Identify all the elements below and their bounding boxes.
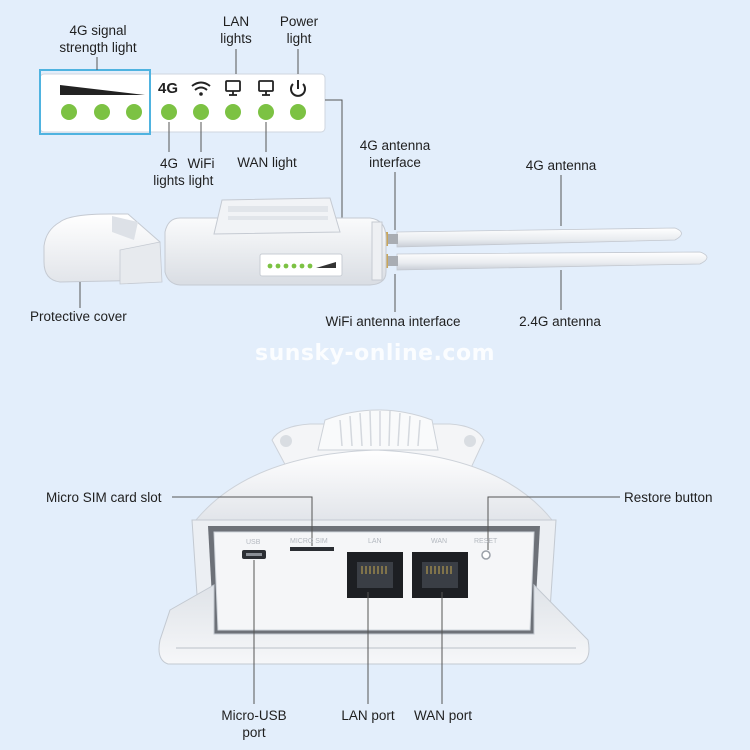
antenna-4g <box>383 227 682 248</box>
led-wifi <box>193 104 209 120</box>
lan-monitor-icon <box>225 80 241 96</box>
lights-4g-label: 4G lights <box>153 156 185 188</box>
antenna-4g-label: 4G antenna <box>525 158 597 173</box>
port-text-sim: MICRO SIM <box>290 538 328 545</box>
led-power <box>290 104 306 120</box>
router-body-side <box>164 197 387 286</box>
port-text-reset: RESET <box>474 538 498 545</box>
wifi-light-label: WiFi light <box>187 156 215 188</box>
top-leader-lines <box>79 172 562 312</box>
signal-strength-light-label: 4G signal strength light <box>59 23 137 55</box>
port-printed-texts: USB MICRO SIM LAN WAN RESET <box>246 538 498 546</box>
protective-cover-label: Protective cover <box>30 309 127 324</box>
power-light-label: Power light <box>279 14 319 46</box>
wan-monitor-icon <box>258 80 274 96</box>
signal-strength-icon <box>60 85 145 95</box>
lan-lights-label: LAN lights <box>220 14 252 46</box>
panel-4g-text: 4G <box>158 80 178 97</box>
port-text-wan: WAN <box>431 538 447 545</box>
port-text-usb: USB <box>246 539 261 546</box>
led-lan <box>225 104 241 120</box>
wifi-antenna-interface-label: WiFi antenna interface <box>325 314 461 329</box>
antenna-interface-4g-label: 4G antenna interface <box>359 138 431 170</box>
micro-sim-card-slot-label: Micro SIM card slot <box>46 490 162 505</box>
antenna-24g <box>383 251 708 271</box>
antenna-24g-label: 2.4G antenna <box>519 314 601 329</box>
micro-usb-port-label: Micro-USB port <box>221 708 287 740</box>
router-front <box>158 409 590 665</box>
protective-cover-top <box>43 213 163 285</box>
led-wan <box>258 104 274 120</box>
signal-highlight-box <box>39 69 151 135</box>
watermark: sunsky-online.com <box>255 341 495 366</box>
lan-port-label: LAN port <box>341 708 395 723</box>
wan-port-label: WAN port <box>413 708 472 723</box>
led-panel <box>39 69 326 135</box>
power-icon <box>290 80 306 97</box>
led-signal-2 <box>94 104 110 120</box>
led-signal-3 <box>126 104 142 120</box>
led-signal-1 <box>61 104 77 120</box>
wifi-icon <box>191 81 211 96</box>
led-4g <box>161 104 177 120</box>
bottom-leader-lines <box>172 496 620 704</box>
wan-light-label: WAN light <box>237 155 297 170</box>
port-text-lan: LAN <box>368 538 382 545</box>
restore-button-label: Restore button <box>624 490 713 505</box>
